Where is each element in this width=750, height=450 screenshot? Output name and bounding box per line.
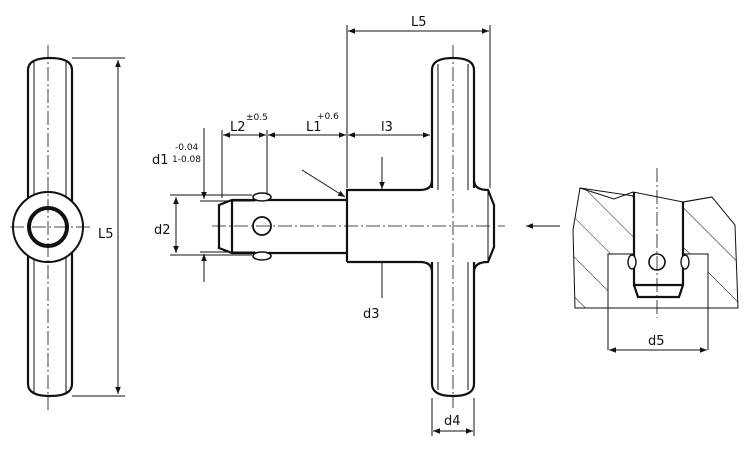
dim-d4: d4 <box>444 414 461 429</box>
dim-d1-tolerance-lower: 1-0.08 <box>172 155 201 165</box>
dim-d1-tolerance-upper: -0.04 <box>175 143 199 153</box>
dim-d5: d5 <box>648 334 665 349</box>
section-view: d5 <box>572 168 739 353</box>
dim-L5-side: L5 <box>98 227 114 242</box>
dim-d2: d2 <box>154 223 171 238</box>
dim-L1-tolerance: +0.6 <box>317 112 339 122</box>
dim-d1: d1 <box>152 153 169 168</box>
dim-L2-tolerance: ±0.5 <box>246 113 268 123</box>
dim-d3: d3 <box>363 307 380 322</box>
dim-l3: l3 <box>381 120 393 135</box>
dim-L2: L2 <box>230 120 246 135</box>
front-view: L5 L2 ±0.5 L1 +0.6 l3 d1 -0.04 1-0.08 d2… <box>152 15 505 436</box>
dim-L5-top: L5 <box>411 15 427 30</box>
dim-L1: L1 <box>306 120 322 135</box>
side-view: L5 <box>10 45 125 410</box>
